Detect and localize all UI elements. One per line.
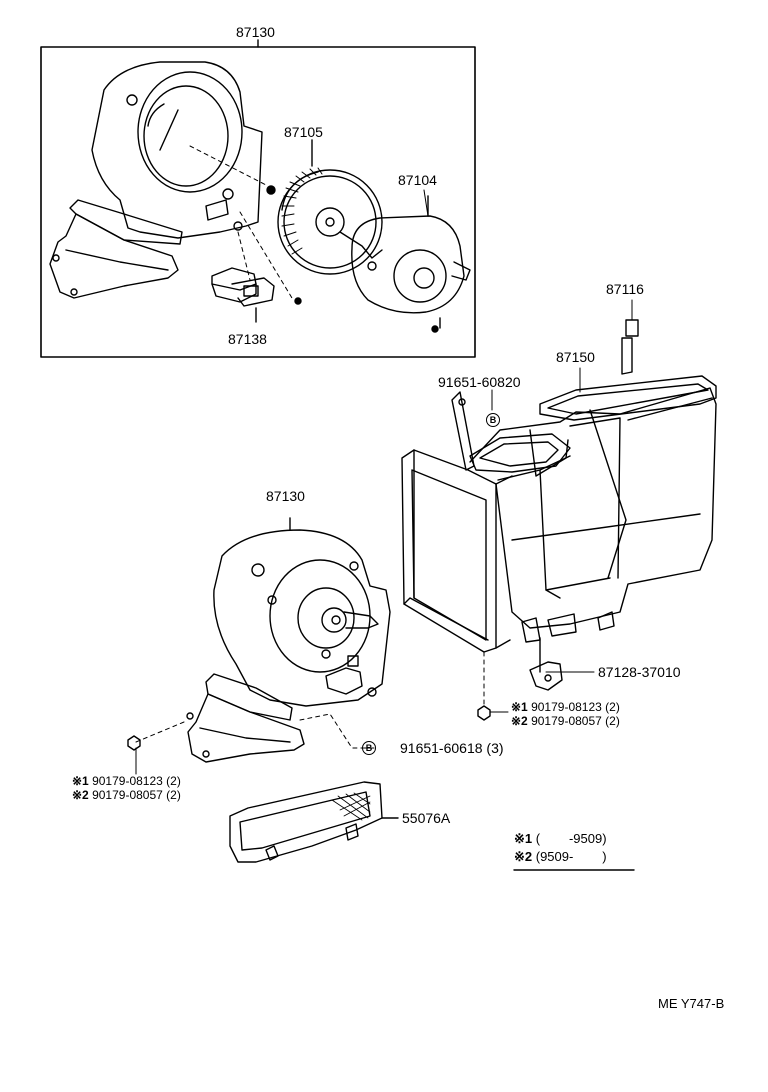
callout-right-text1: 90179-08123 (2) xyxy=(531,700,620,714)
part-label-91651-60618: 91651-60618 (3) xyxy=(400,740,504,756)
part-label-91651-60820: 91651-60820 xyxy=(438,374,521,390)
legend-text-1: ( -9509) xyxy=(535,831,607,846)
blower-motor xyxy=(339,195,471,329)
assembly-lines-mid xyxy=(135,713,365,749)
legend-text-2: (9509- ) xyxy=(535,849,607,864)
part-label-87116: 87116 xyxy=(606,281,644,297)
air-filter xyxy=(229,781,399,863)
part-label-87130-top: 87130 xyxy=(236,24,275,40)
callout-right-line1: ※1 90179-08123 (2) xyxy=(511,700,620,714)
blower-housing-mid xyxy=(186,517,391,763)
part-label-87138: 87138 xyxy=(228,331,267,347)
nut-case xyxy=(477,705,491,721)
legend-mark-2: ※2 xyxy=(514,849,533,864)
callout-left-mark1: ※1 xyxy=(72,774,89,788)
legend-row-1: ※1 ( -9509) xyxy=(514,831,607,846)
callout-left-text1: 90179-08123 (2) xyxy=(92,774,181,788)
part-label-87150: 87150 xyxy=(556,349,595,365)
part-label-87128-37010: 87128-37010 xyxy=(598,664,681,680)
inset-box xyxy=(40,39,476,358)
legend-row-2: ※2 (9509- ) xyxy=(514,849,607,864)
assembly-lines-top xyxy=(189,145,293,299)
part-label-55076A: 55076A xyxy=(402,810,451,826)
callout-right-mark2: ※2 xyxy=(511,714,528,728)
part-label-87130-mid: 87130 xyxy=(266,488,305,504)
callout-right-text2: 90179-08057 (2) xyxy=(531,714,620,728)
callout-left-line1: ※1 90179-08123 (2) xyxy=(72,774,181,788)
b-marker-mid: B xyxy=(362,741,376,755)
screw-small-top xyxy=(266,185,439,333)
leader-lines xyxy=(135,139,633,775)
legend-mark-1: ※1 xyxy=(514,831,533,846)
fan-wheel xyxy=(277,139,383,275)
callout-left-line2: ※2 90179-08057 (2) xyxy=(72,788,181,802)
callout-left-mark2: ※2 xyxy=(72,788,89,802)
nut-mid xyxy=(127,735,141,751)
figure-code: ME Y747-B xyxy=(658,996,725,1011)
blower-resistor xyxy=(211,267,275,323)
callout-right-line2: ※2 90179-08057 (2) xyxy=(511,714,620,728)
blower-housing-top xyxy=(49,61,263,299)
b-marker-top: B xyxy=(486,413,500,427)
callout-left-text2: 90179-08057 (2) xyxy=(92,788,181,802)
duct-case xyxy=(401,319,717,691)
part-label-87104: 87104 xyxy=(398,172,437,188)
part-label-87105: 87105 xyxy=(284,124,323,140)
callout-right-mark1: ※1 xyxy=(511,700,528,714)
